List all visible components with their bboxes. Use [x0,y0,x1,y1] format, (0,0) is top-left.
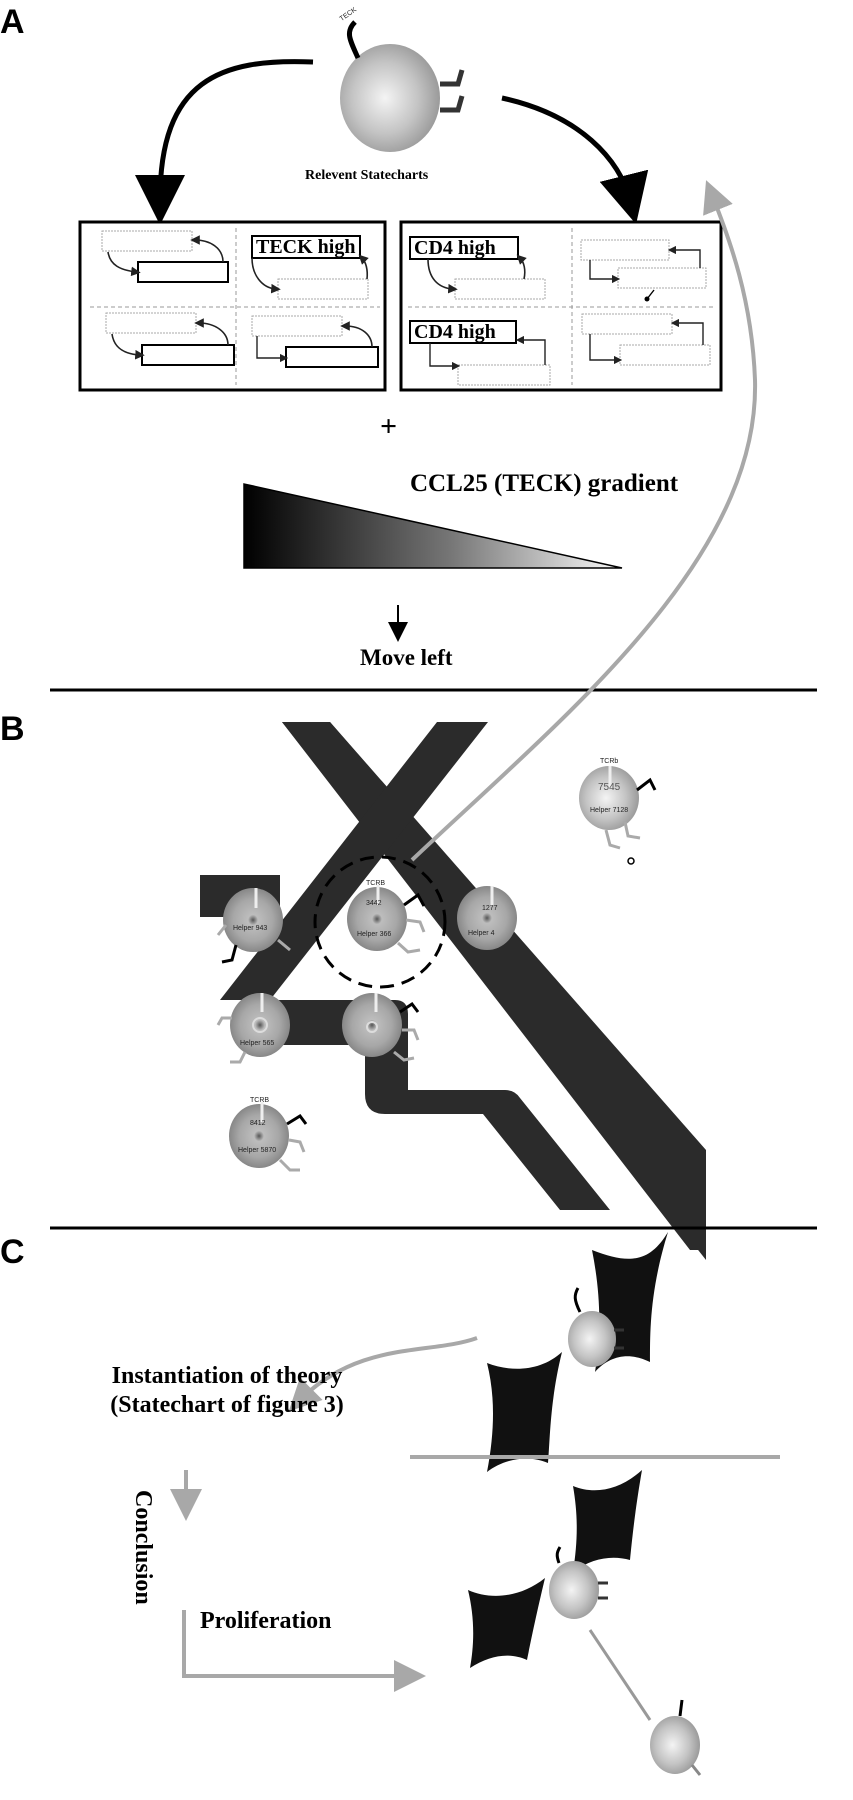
cell-b-left: Helper 943 [216,888,291,964]
arrow-to-right-statechart [501,95,649,225]
plus-sign: + [380,410,398,443]
panel-a-graphics: TECK [50,6,817,692]
teck-gradient-triangle [243,483,623,569]
proliferation-arrow [182,1610,426,1692]
left-statechart-box [78,220,387,392]
instantiation-line-2: (Statechart of figure 3) [110,1392,344,1418]
move-left-label: Move left [360,645,453,670]
svg-text:Helper 4: Helper 4 [468,930,495,937]
cell-b-mid-center [342,993,420,1062]
cell-b-highlighted: TCRB 3442 Helper 366 [347,880,426,954]
svg-text:Helper 366: Helper 366 [357,931,391,938]
dark-stromal-shape-4 [468,1578,545,1668]
t-cell-c-bottom [549,1546,608,1619]
svg-text:Helper 565: Helper 565 [240,1040,274,1047]
highlight-dashed-circle [313,855,447,989]
cell-number: 7545 [598,782,621,793]
arrow-to-left-statechart [135,59,314,225]
t-cell-daughter [650,1699,702,1776]
track-bottom-path [250,1000,610,1210]
grey-arrow-to-theory [288,1336,478,1412]
feedback-arrow-grey [410,180,758,862]
panel-letter-b: B [0,710,25,748]
dark-stromal-shape-2 [487,1352,562,1472]
svg-text:TCRB: TCRB [250,1097,269,1104]
cell-b-bottom: TCRB 8412 Helper 5870 [229,1097,308,1172]
svg-text:8412: 8412 [250,1120,266,1127]
svg-text:TCRB: TCRB [366,880,385,887]
svg-text:Helper 943: Helper 943 [233,925,267,932]
svg-text:3442: 3442 [366,900,382,907]
cell-b-right: 1277 Helper 4 [457,886,517,950]
instantiation-text: Instantiation of theory (Statechart of f… [82,1362,372,1420]
statecharts-title: Relevent Statecharts [305,168,429,183]
state-label-teck-high: TECK high [256,236,356,258]
t-cell-c-top [568,1287,624,1367]
svg-text:1277: 1277 [482,905,498,912]
conclusion-label: Conclusion [130,1490,156,1605]
small-marker-icon [627,857,635,865]
svg-text:Helper 5870: Helper 5870 [238,1147,276,1154]
panel-letter-a: A [0,3,25,41]
track-x-arm [220,722,488,1000]
dark-stromal-shape-3 [573,1470,642,1572]
proliferation-label: Proliferation [200,1608,332,1634]
cell-name: Helper 7128 [590,807,628,814]
division-link-line [588,1629,652,1721]
instantiation-line-1: Instantiation of theory [111,1363,343,1389]
cell-b-top-right: 7545 Helper 7128 TCRb [579,758,657,850]
right-statechart-box [399,220,723,392]
gradient-label: CCL25 (TECK) gradient [410,470,679,497]
receptor-label: TCRb [600,758,618,765]
state-label-cd4-high-bottom: CD4 high [414,321,496,343]
state-label-cd4-high-top: CD4 high [414,237,496,259]
cell-b-mid-left: Helper 565 [216,993,290,1064]
panel-letter-c: C [0,1233,25,1271]
